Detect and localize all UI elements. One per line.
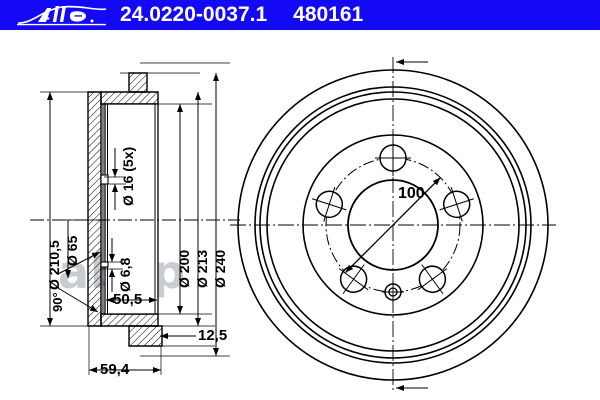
label-dia-213: Ø 213 [194,249,210,288]
label-dia-6-8: Ø 6,8 [117,257,133,292]
front-view [230,57,556,393]
dim-line-bolt-circle-100 [345,177,441,273]
ate-logo-mark [17,5,107,26]
bolt-hole-slot [100,174,109,185]
section-view [30,62,240,375]
locating-hole-6-8 [382,281,404,303]
label-dia-200: Ø 200 [176,249,192,288]
bolt-hole-4 [338,264,369,295]
bottom-hub-section [128,325,163,347]
drawing-canvas: abcp [0,30,600,400]
label-dia-240: Ø 240 [212,249,228,288]
top-lug-section [128,72,148,93]
witness-59-4 [88,326,162,375]
label-dia-65: Ø 65 [64,235,80,266]
angle-leader-upper [57,251,101,275]
reference-number: 480161 [293,3,364,26]
label-thickness-12-5: 12,5 [198,327,228,344]
flange-wall-section [87,91,102,327]
witness-lines [40,62,230,357]
technical-drawing [30,57,556,393]
bottom-wall-section [100,313,159,327]
title-bar: 24.0220-0037.1 480161 [0,0,600,30]
part-number: 24.0220-0037.1 [120,3,268,26]
angle-leader-lower [57,287,99,313]
bolt-hole-2 [439,187,474,222]
small-hole-slot [100,261,109,268]
label-dia-16-5x: Ø 16 (5x) [120,146,136,206]
label-dia-210-5: Ø 210,5 [46,240,62,290]
label-depth-50-5: 50,5 [113,291,143,308]
label-angle-90: 90° [50,292,65,312]
ate-logo [14,3,110,27]
bolt-hole-1 [375,140,411,176]
label-length-59-4: 59,4 [100,361,130,378]
top-wall-section [100,91,159,105]
label-bolt-circle-100: 100 [398,185,425,202]
bolt-hole-5 [312,187,347,222]
header-codes: 24.0220-0037.1 480161 [120,0,590,30]
bolt-hole-3 [417,264,448,295]
